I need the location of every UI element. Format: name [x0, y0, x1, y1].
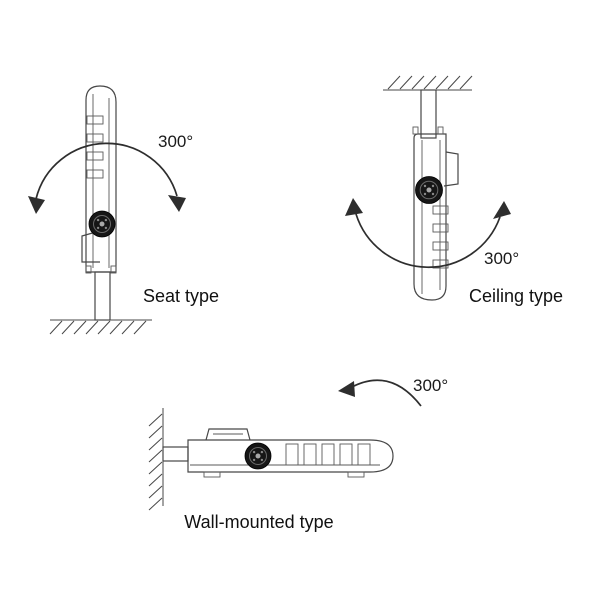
- seat-bracket: [81, 231, 100, 263]
- seat-lamp-body: [85, 85, 117, 273]
- wall-type-label: Wall-mounted type: [184, 512, 333, 532]
- figure-ceiling: 300° Ceiling type: [345, 75, 563, 306]
- ceiling-lamp-fins: [432, 205, 449, 269]
- seat-pivot-knob: [88, 210, 116, 238]
- seat-rotation-arrow: [28, 142, 186, 214]
- seat-ground-hatch: [49, 319, 152, 335]
- wall-arm: [162, 446, 189, 462]
- wall-rotation-arrow: [338, 379, 422, 407]
- wall-lamp-body: [187, 439, 394, 473]
- wall-top-bracket: [205, 428, 251, 441]
- ceiling-lamp-foot-left: [412, 126, 419, 135]
- seat-pole: [94, 271, 111, 321]
- seat-angle-label: 300°: [158, 132, 193, 151]
- seat-lamp-fins: [86, 115, 104, 179]
- ceiling-lamp-body: [413, 133, 447, 301]
- ceiling-type-label: Ceiling type: [469, 286, 563, 306]
- figure-wall: 300° Wall-mounted type: [148, 376, 448, 532]
- ceiling-rotation-arrow: [345, 198, 511, 269]
- wall-angle-label: 300°: [413, 376, 448, 395]
- wall-lamp-foot-left: [203, 471, 221, 478]
- wall-lamp-foot-right: [347, 471, 365, 478]
- ceiling-pole: [420, 89, 437, 139]
- wall-pivot-knob: [244, 442, 272, 470]
- ceiling-lamp-foot-right: [437, 126, 444, 135]
- ceiling-hatch: [383, 75, 473, 91]
- wall-lamp-fins: [285, 443, 371, 466]
- figure-seat: 300° Seat type: [28, 85, 219, 335]
- seat-lamp-foot-left: [85, 265, 92, 274]
- seat-lamp-foot-right: [110, 265, 117, 274]
- ceiling-pivot-knob: [415, 176, 443, 204]
- ceiling-angle-label: 300°: [484, 249, 519, 268]
- seat-type-label: Seat type: [143, 286, 219, 306]
- wall-hatch: [148, 408, 164, 511]
- ceiling-bracket: [443, 151, 459, 187]
